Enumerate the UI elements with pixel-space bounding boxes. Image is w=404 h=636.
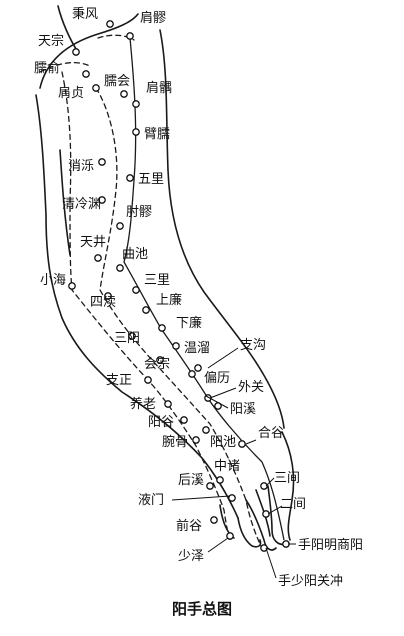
- acupoint-bingfeng-label: 秉风: [72, 6, 98, 22]
- acupoint-pianli-marker: [189, 371, 195, 377]
- acupoint-quchi-marker: [117, 265, 123, 271]
- acupoint-jianyu-label: 肩髃: [146, 80, 172, 96]
- meridian-small-intestine: [62, 72, 230, 540]
- hand-outline-top: [282, 432, 294, 540]
- acupoint-zhizheng-label: 支正: [106, 373, 132, 388]
- acupoint-yangchi-label: 阳池: [210, 435, 236, 450]
- leader-guanchong: [266, 548, 276, 578]
- leader-waiguan: [210, 388, 236, 398]
- acupoint-qiangu-label: 前谷: [176, 518, 202, 534]
- acupoint-yangxi-label: 阳溪: [230, 402, 256, 417]
- acupoint-huizong-label: 会宗: [144, 356, 170, 372]
- acupoint-markers: [69, 21, 289, 551]
- acupoint-jianyu-marker: [133, 101, 139, 107]
- acupoint-jianliao-marker: [127, 33, 133, 39]
- acupoint-pianli-label: 偏历: [204, 371, 230, 386]
- acupoint-wuli-marker: [127, 175, 133, 181]
- acupoint-yanglao-label: 养老: [130, 396, 156, 412]
- acupoint-naoshu-label: 臑俞: [34, 60, 60, 76]
- acupoint-wuli-label: 五里: [138, 172, 164, 187]
- acupoint-guanchong-label: 手少阳关冲: [278, 574, 343, 589]
- acupoint-yanggu-marker: [181, 417, 187, 423]
- acupoint-quchi-label: 曲池: [122, 247, 148, 262]
- acupoint-bingfeng-marker: [107, 21, 113, 27]
- leader-yemen: [172, 496, 230, 500]
- acupoint-jianzhen-marker: [93, 85, 99, 91]
- acupoint-zhouliao-marker: [117, 223, 123, 229]
- leader-zhigou: [208, 348, 238, 368]
- acupoint-xiaoluo-label: 消泺: [68, 159, 94, 174]
- arm-outline-outer: [36, 95, 238, 518]
- acupoint-sanyang-label: 三阳: [114, 331, 140, 346]
- acupoint-zhongzhu-marker: [217, 477, 223, 483]
- acupoint-sanli-label: 三里: [144, 273, 170, 288]
- acupoint-naohui-marker: [121, 91, 127, 97]
- acupoint-zhigou-marker: [195, 365, 201, 371]
- acupoint-wangu-label: 腕骨: [162, 434, 188, 450]
- acupoint-xiaohai-marker: [69, 283, 75, 289]
- acupoint-wangu-marker: [193, 437, 199, 443]
- acupoint-yemen-label: 液门: [138, 493, 164, 508]
- acupoint-zhongzhu-label: 中诸: [214, 459, 240, 474]
- acupoint-yangchi-marker: [203, 427, 209, 433]
- acupoint-qiangu-marker: [211, 517, 217, 523]
- acupoint-hegu-marker: [239, 441, 245, 447]
- acupoint-shangyang-label: 手阳明商阳: [298, 538, 363, 553]
- acupoint-tianzong-marker: [73, 49, 79, 55]
- acupoint-zhizheng-marker: [145, 377, 151, 383]
- acupoint-sanjian-label: 三间: [274, 471, 300, 486]
- acupoint-wenliu-label: 温溜: [184, 341, 210, 356]
- acupoint-zhigou-label: 支沟: [240, 338, 266, 353]
- acupoint-waiguan-label: 外关: [238, 380, 264, 395]
- acupoint-houxi-marker: [207, 483, 213, 489]
- acupoint-naoshu-marker: [83, 71, 89, 77]
- acupoint-shaoze-label: 少泽: [178, 549, 204, 564]
- acupoint-tianjing-marker: [95, 255, 101, 261]
- acupoint-shanglian-label: 上廉: [156, 292, 182, 308]
- leader-hegu: [246, 440, 256, 444]
- acupoint-xiaoluo-marker: [99, 159, 105, 165]
- acupoint-zhouliao-label: 肘髎: [126, 205, 152, 220]
- acupoint-tianzong-label: 天宗: [38, 33, 64, 49]
- acupoint-sidu-label: 四渎: [90, 295, 116, 310]
- acupoint-shanglian-marker: [143, 307, 149, 313]
- figure-caption: 阳手总图: [172, 600, 232, 618]
- acupoint-binao-marker: [133, 129, 139, 135]
- acupoint-jianliao-label: 肩髎: [140, 10, 166, 26]
- acupoint-jianzhen-label: 肩贞: [58, 85, 84, 101]
- acupoint-labels: 秉风 肩髎天宗臑俞肩贞 臑会 肩髃臂臑消泺五里清冷渊肘髎天井曲池小海 三里四渎 上廉下廉三…: [34, 6, 363, 589]
- meridian-large-intestine: [124, 38, 284, 540]
- acupoint-wenliu-marker: [173, 343, 179, 349]
- acupoint-houxi-label: 后溪: [178, 473, 204, 488]
- acupoint-xiaohai-label: 小海: [40, 273, 66, 288]
- acupoint-sanli-marker: [133, 287, 139, 293]
- acupoint-xialian-label: 下廉: [176, 315, 202, 331]
- acupoint-xialian-marker: [159, 325, 165, 331]
- acupoint-erjian-label: 二间: [280, 497, 306, 512]
- acupoint-naohui-label: 臑会: [104, 74, 130, 89]
- arm-outline-front-lower: [262, 372, 284, 428]
- leader-shaoze: [208, 538, 228, 552]
- acupoint-yanglao-marker: [165, 401, 171, 407]
- acupoint-tianjing-label: 天井: [80, 235, 106, 250]
- acupoint-qinglengyuan-label: 清冷渊: [62, 197, 101, 212]
- acupoint-binao-label: 臂臑: [144, 127, 170, 142]
- acupoint-hegu-label: 合谷: [258, 426, 284, 441]
- acupoint-yanggu-label: 阳谷: [148, 415, 174, 430]
